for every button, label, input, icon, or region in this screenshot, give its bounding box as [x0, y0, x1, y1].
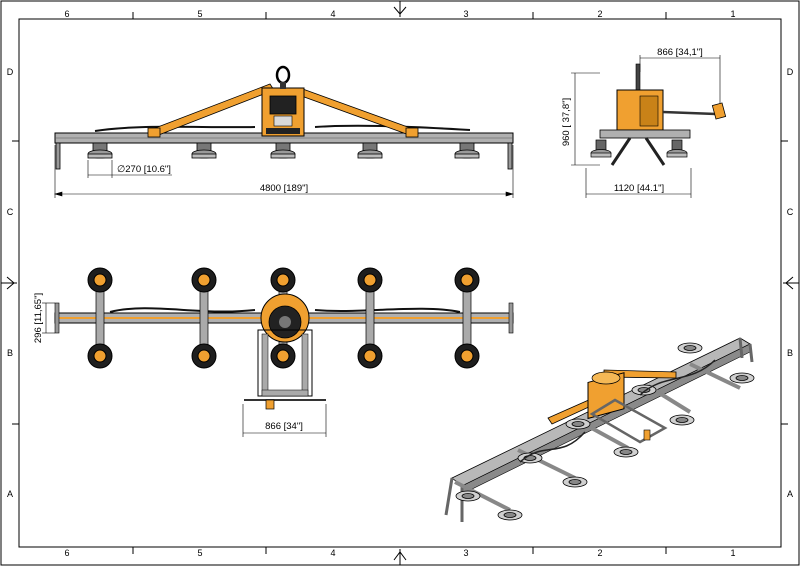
zone-col-top-6: 6: [64, 9, 69, 19]
isometric-view: [444, 337, 755, 522]
iso-pad-9: [677, 342, 703, 354]
zone-row-right-c: C: [787, 207, 794, 217]
front-pad-5: [454, 142, 480, 159]
side-beam: [599, 129, 691, 139]
top-zone-ticks: [12, 12, 788, 554]
plan-pad-1b: [87, 343, 113, 369]
zone-col-top-1: 1: [730, 9, 735, 19]
plan-pad-5a: [454, 267, 480, 293]
iso-hose: [519, 359, 716, 463]
zone-col-top-4: 4: [330, 9, 335, 19]
front-right-clamp: [405, 127, 419, 138]
iso-pad-5: [565, 418, 591, 430]
side-pad-right: [666, 139, 688, 158]
front-right-leg: [507, 142, 513, 170]
front-center-block: [269, 95, 297, 115]
iso-handle: [643, 429, 651, 441]
plan-hose: [109, 307, 461, 313]
zone-col-bottom-1: 1: [730, 548, 735, 558]
pad-diameter-dimension: [87, 160, 172, 178]
front-left-leg: [55, 142, 61, 170]
plan-pad-3a: [270, 267, 296, 293]
zone-col-top-5: 5: [197, 9, 202, 19]
front-view: ∅270 [10.6"] 4800 [189"]: [53, 65, 515, 198]
zone-labels-top: 6 5 4 3 2 1: [64, 9, 735, 19]
front-pad-4: [357, 142, 383, 159]
iso-pad-2: [497, 509, 523, 521]
front-left-clamp: [147, 127, 161, 138]
plan-pad-1a: [87, 267, 113, 293]
plan-view: 296 [11,65"] 866 [34"]: [33, 267, 514, 437]
side-legs: [610, 137, 666, 166]
side-view: 866 [34,1"] 960 [ 37,8"] 1120 [44.1"]: [561, 47, 727, 198]
overall-length-label: 4800 [189"]: [260, 183, 308, 194]
overall-length-dimension: [53, 145, 515, 198]
plan-frame-width-label: 866 [34"]: [265, 421, 303, 432]
zone-labels-left: D C B A: [7, 67, 14, 499]
zone-col-bottom-3: 3: [463, 548, 468, 558]
zone-col-bottom-2: 2: [597, 548, 602, 558]
pad-diameter-label: ∅270 [10.6"]: [117, 164, 171, 175]
plan-pad-spacing-label: 296 [11,65"]: [33, 293, 44, 343]
zone-row-right-a: A: [787, 489, 793, 499]
zone-row-left-d: D: [7, 67, 14, 77]
zone-labels-right: D C B A: [787, 67, 794, 499]
side-handle-grip: [711, 102, 727, 120]
zone-labels-bottom: 6 5 4 3 2 1: [64, 548, 735, 558]
zone-row-right-b: B: [787, 348, 793, 358]
iso-pad-8: [669, 414, 695, 426]
plan-handle-block: [265, 399, 275, 410]
plan-pad-4b: [357, 343, 383, 369]
side-height-label: 960 [ 37,8"]: [561, 98, 572, 146]
plan-pad-4a: [357, 267, 383, 293]
zone-col-bottom-5: 5: [197, 548, 202, 558]
side-width-bottom-label: 1120 [44.1"]: [614, 183, 664, 194]
iso-pad-3: [517, 452, 543, 464]
zone-col-top-3: 3: [463, 9, 468, 19]
zone-row-left-c: C: [7, 207, 14, 217]
zone-row-right-d: D: [787, 67, 794, 77]
front-pad-2: [191, 142, 217, 159]
zone-row-left-b: B: [7, 348, 13, 358]
iso-pad-1: [455, 490, 481, 502]
front-pad-3: [270, 142, 296, 159]
iso-pad-6: [613, 446, 639, 458]
front-suction-pads: [87, 142, 480, 159]
side-width-top-label: 866 [34,1"]: [657, 47, 703, 58]
side-pad-left: [590, 139, 612, 158]
iso-pad-10: [729, 372, 755, 384]
plan-pad-3b: [270, 343, 296, 369]
zone-col-bottom-4: 4: [330, 548, 335, 558]
inner-border: [18, 18, 782, 548]
iso-pad-4: [562, 476, 588, 488]
side-handle: [662, 110, 717, 116]
plan-pad-2b: [191, 343, 217, 369]
plan-pad-2a: [191, 267, 217, 293]
plan-pad-5b: [454, 343, 480, 369]
iso-suction-pads: [455, 342, 755, 521]
plan-suction-pads: [87, 267, 480, 369]
iso-lower-frame: [589, 398, 668, 444]
zone-col-top-2: 2: [597, 9, 602, 19]
iso-right-leg: [738, 337, 754, 363]
front-pad-1: [87, 142, 113, 159]
zone-row-left-a: A: [7, 489, 13, 499]
zone-col-bottom-6: 6: [64, 548, 69, 558]
